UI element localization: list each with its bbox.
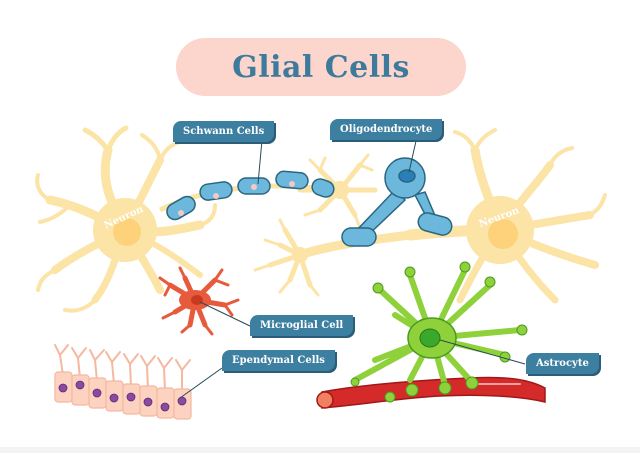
bottom-band: [0, 447, 640, 453]
label-microglial-cell: Microglial Cell: [250, 315, 354, 336]
title-banner: Glial Cells: [176, 38, 466, 96]
label-ependymal-cells: Ependymal Cells: [222, 350, 335, 371]
microglial-cell: [158, 266, 240, 336]
leader-lines: [179, 139, 526, 399]
schwann-cells: [166, 170, 335, 221]
ependymal-cells: [54, 344, 192, 420]
astrocyte-cell: [350, 261, 528, 403]
left-neuron: [35, 125, 217, 313]
small-neuron-bottom: [253, 218, 320, 297]
page-title: Glial Cells: [232, 49, 410, 85]
label-astrocyte: Astrocyte: [526, 353, 599, 374]
oligodendrocyte-cell: [341, 157, 453, 247]
small-neuron-top: [297, 153, 378, 230]
label-oligodendrocyte: Oligodendrocyte: [330, 119, 443, 140]
right-neuron: [295, 128, 607, 304]
label-schwann-cells: Schwann Cells: [173, 121, 275, 142]
